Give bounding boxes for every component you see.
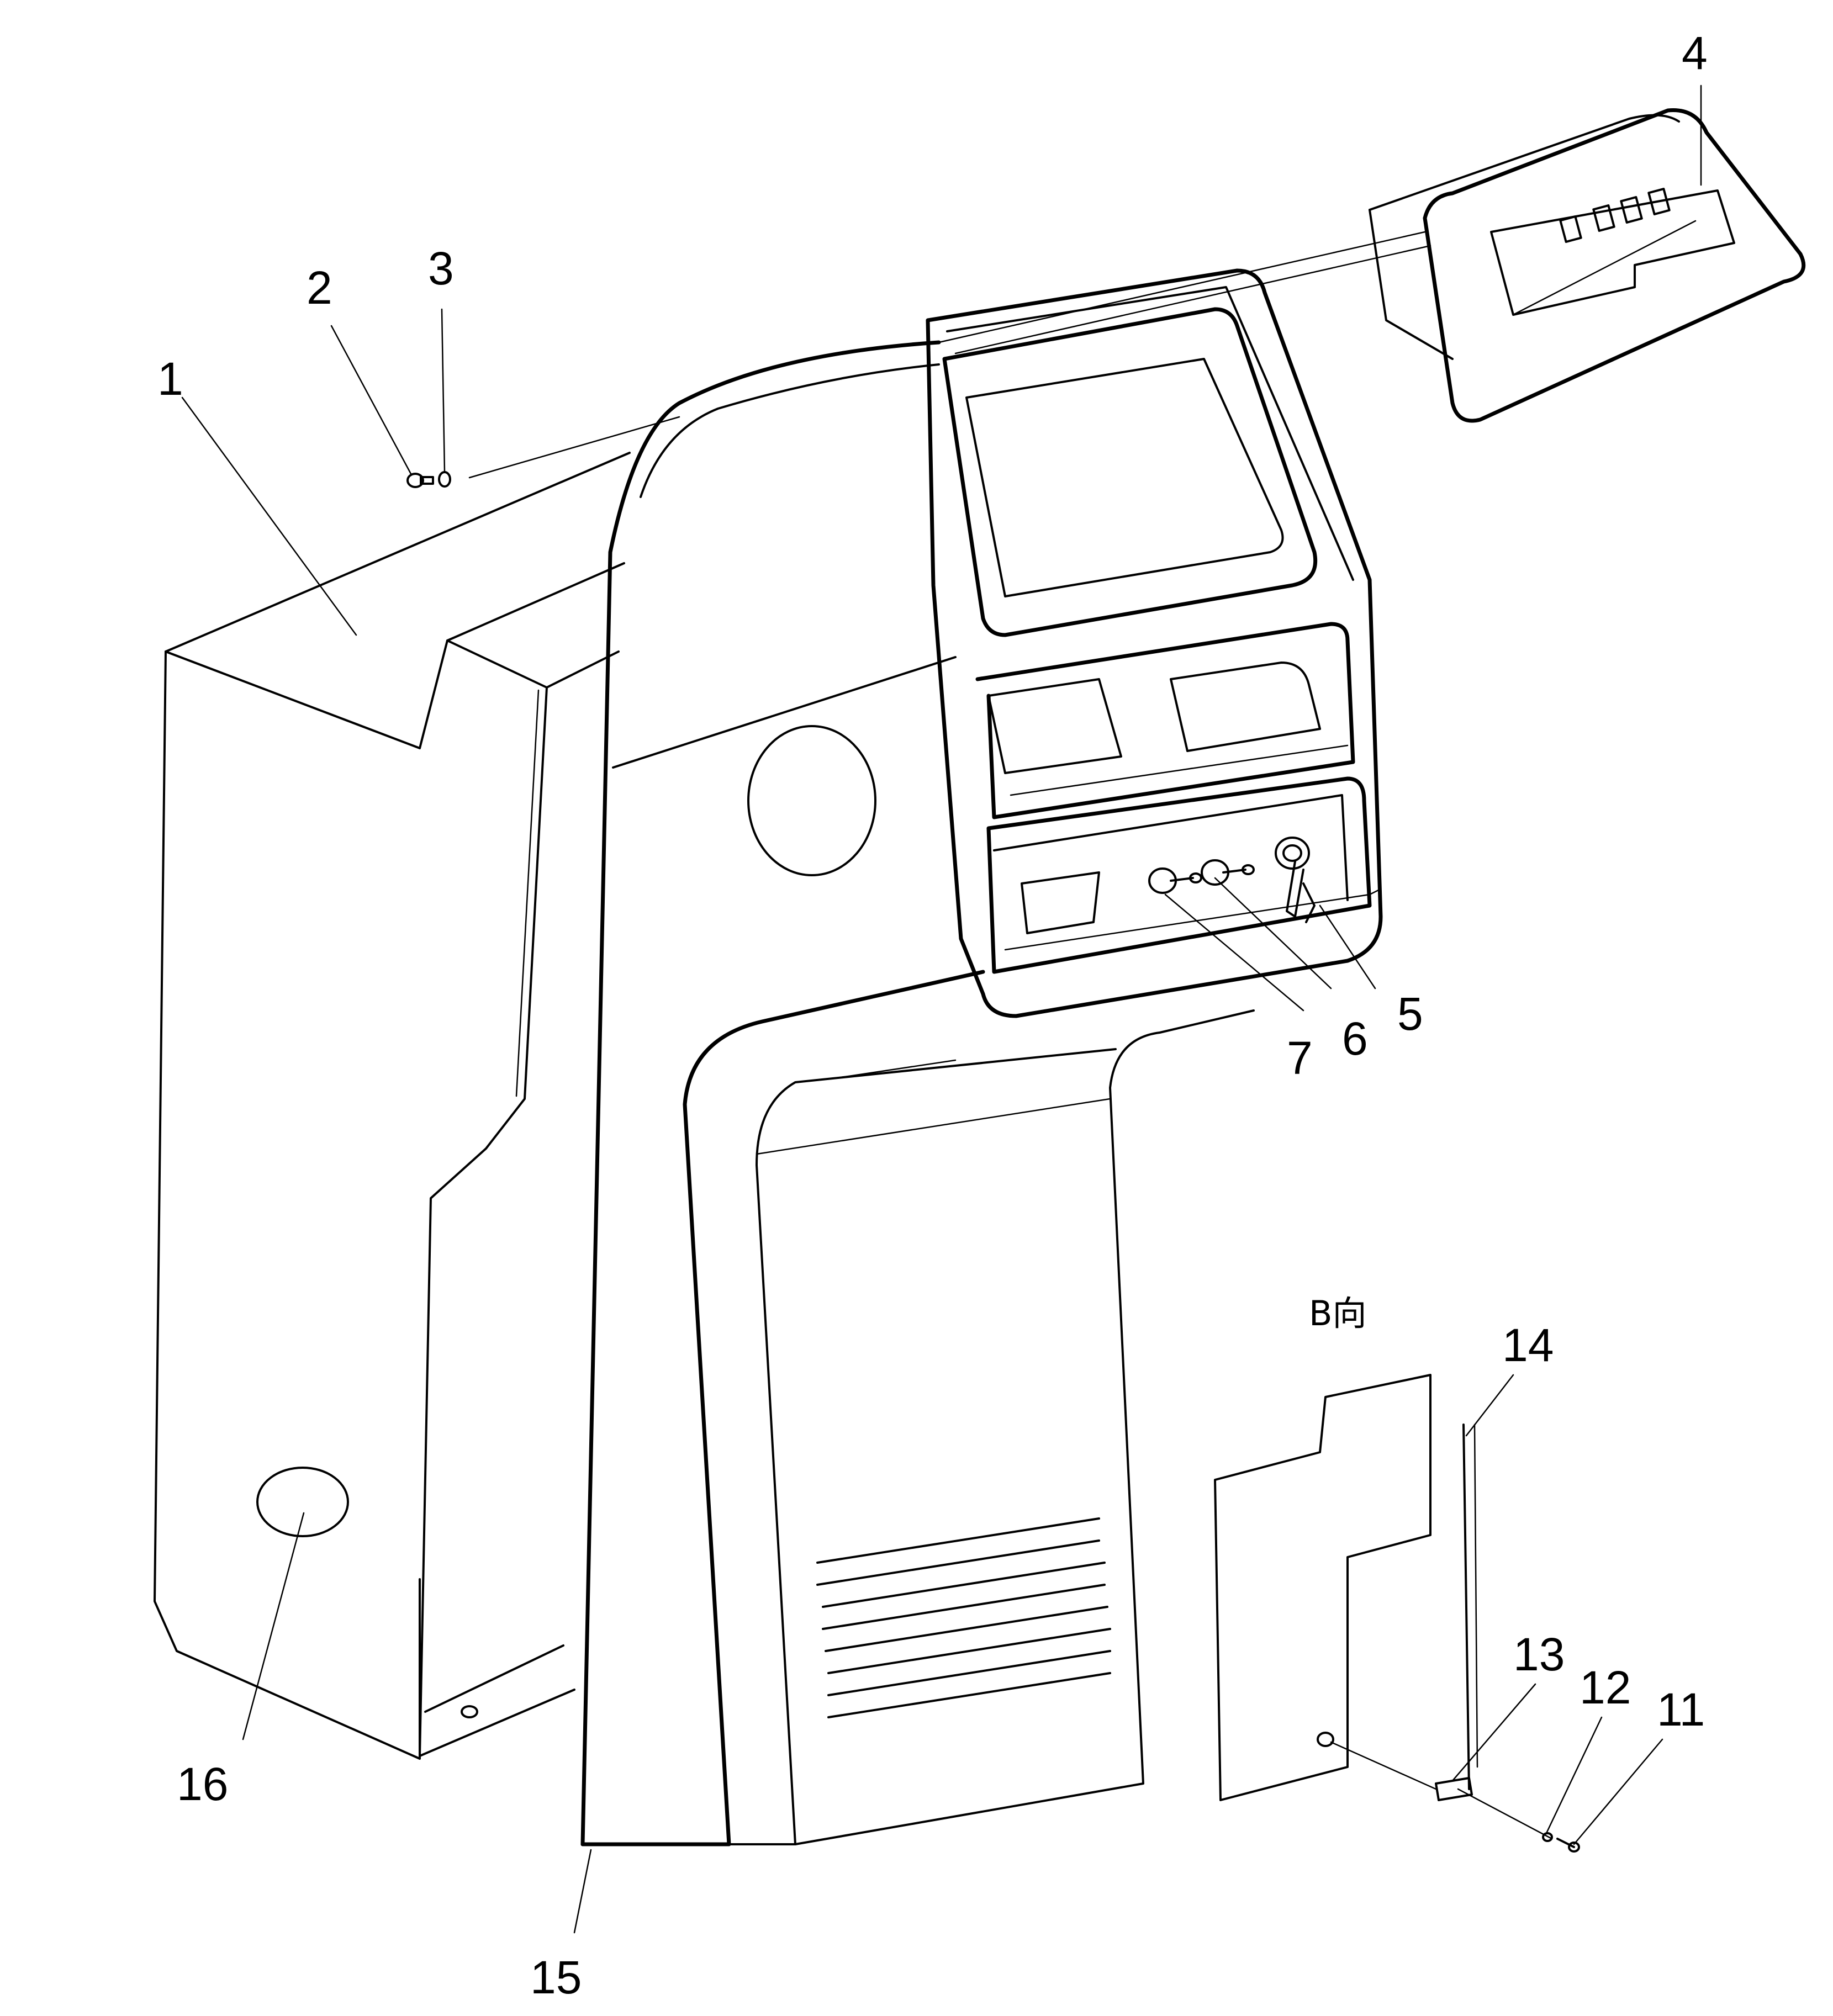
label-5: 5 xyxy=(1397,988,1423,1040)
ventilation-louvres xyxy=(816,1517,1111,1718)
round-gauge-opening xyxy=(747,725,876,876)
relay-4 xyxy=(1647,188,1671,215)
small-washer xyxy=(1542,1832,1553,1842)
plate-fastener xyxy=(1317,1732,1334,1747)
label-12: 12 xyxy=(1580,1662,1631,1713)
label-4: 4 xyxy=(1682,27,1708,79)
toggle-switch-7 xyxy=(1148,867,1202,894)
view-b-caption: B向 xyxy=(1309,1293,1367,1334)
label-13: 13 xyxy=(1513,1628,1565,1680)
label-1: 1 xyxy=(157,353,183,405)
relay-3 xyxy=(1620,196,1643,224)
bolt xyxy=(406,473,424,488)
label-14: 14 xyxy=(1502,1319,1554,1371)
relay-2 xyxy=(1592,204,1615,232)
instrument-cluster-frame xyxy=(926,268,1383,1018)
small-screw xyxy=(1556,1838,1575,1848)
label-6: 6 xyxy=(1342,1013,1368,1065)
relay-box-assembly xyxy=(938,108,1806,423)
part-labels: 1 2 3 4 5 6 7 14 13 12 11 15 16 B向 xyxy=(157,27,1708,2003)
ignition-key-switch xyxy=(1275,837,1316,923)
b-view-detail xyxy=(1214,1374,1580,1853)
label-16: 16 xyxy=(177,1758,228,1810)
washer xyxy=(438,471,451,488)
hinge-bracket xyxy=(1435,1777,1473,1801)
label-3: 3 xyxy=(428,242,454,294)
relay-1 xyxy=(1559,215,1582,243)
label-2: 2 xyxy=(307,262,332,314)
toggle-switch-6 xyxy=(1201,859,1255,886)
side-cover-panel xyxy=(154,452,631,1760)
drain-plug xyxy=(461,1705,478,1718)
label-11: 11 xyxy=(1657,1684,1705,1735)
leader-lines xyxy=(181,84,1702,1934)
left-gauge-window xyxy=(987,678,1122,774)
bolt-and-washer xyxy=(406,416,680,488)
label-15: 15 xyxy=(530,1951,582,2003)
round-access-hole xyxy=(256,1467,349,1537)
cover-plate xyxy=(1214,1374,1431,1801)
right-gauge-window xyxy=(1170,662,1321,752)
label-7: 7 xyxy=(1287,1032,1313,1084)
indicator-window xyxy=(1021,871,1100,934)
dashboard-console xyxy=(580,340,1255,1846)
